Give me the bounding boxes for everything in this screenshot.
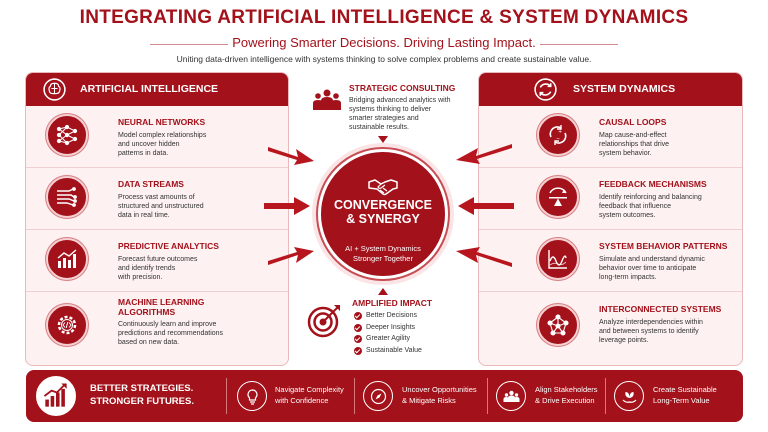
growth-chart-icon (36, 376, 76, 416)
sd-item-behavior-patterns: SYSTEM BEHAVIOR PATTERNS Simulate and un… (479, 230, 742, 292)
arrow-right-2 (264, 197, 310, 215)
consulting-title: STRATEGIC CONSULTING (349, 83, 456, 93)
arrow-right-3 (268, 247, 314, 265)
page-title: INTEGRATING ARTIFICIAL INTELLIGENCE & SY… (79, 7, 689, 28)
sd-panel-header: SYSTEM DYNAMICS (479, 73, 742, 106)
sd-item-title: FEEDBACK MECHANISMS (599, 179, 707, 189)
ai-panel-title: ARTIFICIAL INTELLIGENCE (80, 83, 219, 95)
footer-title: BETTER STRATEGIES.STRONGER FUTURES. (90, 383, 194, 407)
check-icon (354, 346, 362, 355)
sd-item-title: SYSTEM BEHAVIOR PATTERNS (599, 241, 728, 251)
check-icon (354, 323, 362, 332)
lightbulb-icon (237, 381, 267, 411)
compass-icon (363, 381, 393, 411)
ai-panel-header: ARTIFICIAL INTELLIGENCE (26, 73, 288, 106)
check-icon (354, 312, 362, 320)
impact-bullet: Deeper Insights (354, 323, 415, 333)
footer-divider (487, 378, 488, 414)
ai-item-list: NEURAL NETWORKS Model complex relationsh… (26, 106, 288, 365)
svg-text:+: + (558, 129, 562, 135)
sd-item-interconnected-systems: INTERCONNECTED SYSTEMS Analyze interdepe… (479, 292, 742, 365)
data-stream-icon (46, 176, 88, 218)
footer-banner: BETTER STRATEGIES.STRONGER FUTURES. Navi… (26, 370, 743, 422)
convergence-ring: CONVERGENCE& SYNERGY AI + System Dynamic… (318, 149, 448, 279)
footer-divider (226, 378, 227, 414)
sd-item-feedback-mechanisms: FEEDBACK MECHANISMS Identify reinforcing… (479, 168, 742, 230)
balance-icon (537, 176, 579, 218)
impact-list: Better Decisions Deeper Insights Greater… (354, 311, 474, 357)
handshake-icon (368, 179, 398, 196)
causal-loop-icon: +− (537, 114, 579, 156)
ai-item-title: PREDICTIVE ANALYTICS (118, 241, 219, 251)
ai-item-title: NEURAL NETWORKS (118, 117, 206, 127)
gear-code-icon (46, 304, 88, 346)
check-icon (354, 335, 362, 343)
sd-panel: SYSTEM DYNAMICS +− CAUSAL LOOPS Map caus… (478, 72, 743, 366)
ai-panel: ARTIFICIAL INTELLIGENCE NEURAL NETWORKS … (25, 72, 289, 366)
brain-icon (43, 78, 66, 101)
impact-bullet: Greater Agility (354, 334, 410, 344)
sd-panel-title: SYSTEM DYNAMICS (573, 83, 676, 95)
svg-text:−: − (556, 136, 560, 142)
arrow-left-3 (456, 247, 512, 267)
network-icon (537, 304, 579, 346)
people-icon (496, 381, 526, 411)
ai-item-title: DATA STREAMS (118, 179, 184, 189)
footer-divider (605, 378, 606, 414)
arrow-left-1 (456, 144, 512, 164)
subtitle-rule-left (150, 44, 228, 45)
ai-item-predictive-analytics: PREDICTIVE ANALYTICS Forecast future out… (26, 230, 288, 292)
subtitle-rule-right (540, 44, 618, 45)
sd-item-title: CAUSAL LOOPS (599, 117, 667, 127)
impact-bullet: Better Decisions (354, 311, 417, 321)
arrow-down-icon (378, 136, 388, 143)
neural-network-icon (46, 114, 88, 156)
page-description: Uniting data-driven intelligence with sy… (176, 54, 592, 64)
convergence-title: CONVERGENCE& SYNERGY (334, 198, 432, 226)
team-icon (313, 89, 341, 110)
page-subtitle: Powering Smarter Decisions. Driving Last… (232, 35, 536, 50)
sd-item-title: INTERCONNECTED SYSTEMS (599, 304, 722, 314)
footer-item-text: Uncover Opportunities& Mitigate Risks (402, 385, 477, 405)
leaf-hand-icon (614, 381, 644, 411)
cycle-icon (534, 78, 557, 101)
arrow-left-2 (458, 197, 514, 215)
target-icon (307, 305, 340, 338)
impact-bullet: Sustainable Value (354, 346, 422, 356)
convergence-circle: CONVERGENCE& SYNERGY AI + System Dynamic… (312, 143, 454, 285)
arrow-right-1 (268, 147, 314, 165)
bar-chart-icon (46, 238, 88, 280)
ai-item-neural-networks: NEURAL NETWORKS Model complex relationsh… (26, 106, 288, 168)
arrow-up-icon (378, 288, 388, 295)
footer-divider (354, 378, 355, 414)
impact-title: AMPLIFIED IMPACT (352, 298, 433, 308)
line-chart-icon (537, 238, 579, 280)
footer-item-text: Align Stakeholders& Drive Execution (535, 385, 598, 405)
